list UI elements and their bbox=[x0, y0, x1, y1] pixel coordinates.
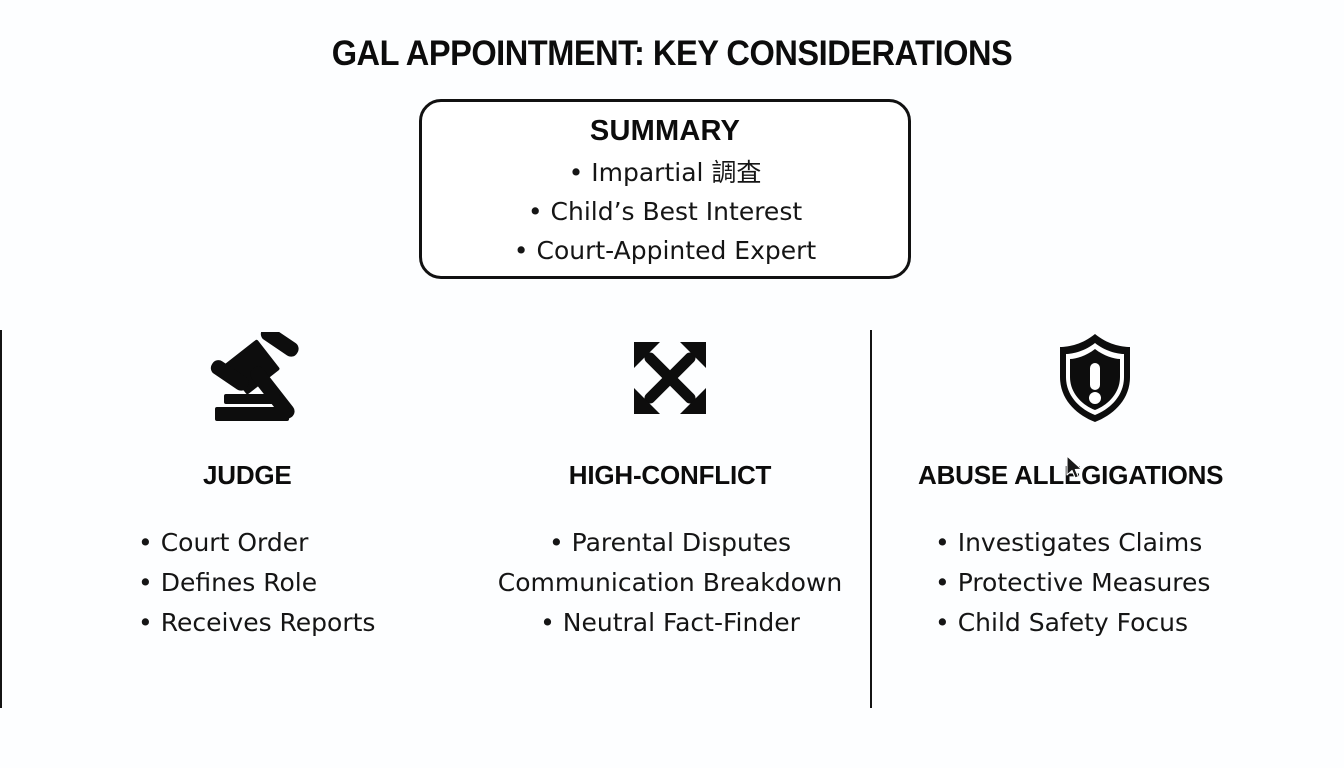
summary-bullet-item: • Child’s Best Interest bbox=[527, 197, 803, 226]
four-way-arrows-icon bbox=[628, 336, 712, 420]
column-judge: JUDGE • Court Order • Defines Role • Rec… bbox=[48, 325, 448, 725]
column-divider-left bbox=[0, 330, 2, 708]
column-heading-high-conflict: HIGH-CONFLICT bbox=[568, 460, 772, 490]
abuse-bullet-item: • Investigates Claims bbox=[935, 528, 1203, 557]
column-high-conflict: HIGH-CONFLICT • Parental Disputes Commun… bbox=[475, 325, 865, 725]
summary-heading: SUMMARY bbox=[589, 115, 741, 147]
column-heading-abuse-allegations: ABUSE ALLEGIGATIONS bbox=[918, 460, 1224, 490]
page-title: GAL APPOINTMENT: KEY CONSIDERATIONS bbox=[331, 34, 1013, 73]
gavel-icon bbox=[203, 331, 313, 424]
columns-section: JUDGE • Court Order • Defines Role • Rec… bbox=[0, 325, 1344, 725]
column-heading-judge: JUDGE bbox=[203, 460, 292, 490]
column-divider-right bbox=[870, 330, 872, 708]
judge-bullet-item: • Court Order bbox=[138, 528, 309, 557]
abuse-bullet-item: • Child Safety Focus bbox=[935, 608, 1189, 637]
shield-alert-icon bbox=[1055, 332, 1135, 424]
four-way-arrows-icon-wrap bbox=[475, 325, 865, 430]
judge-bullet-list: • Court Order • Defines Role • Receives … bbox=[48, 523, 448, 643]
abuse-bullet-item: • Protective Measures bbox=[935, 568, 1211, 597]
summary-bullet-list: • Impartial 調査 • Child’s Best Interest •… bbox=[422, 153, 908, 270]
summary-bullet-item: • Impartial 調査 bbox=[568, 158, 762, 187]
summary-card: SUMMARY • Impartial 調査 • Child’s Best In… bbox=[419, 99, 911, 279]
judge-bullet-item: • Defines Role bbox=[138, 568, 318, 597]
abuse-bullet-list: • Investigates Claims • Protective Measu… bbox=[885, 523, 1305, 643]
column-abuse-allegations: ABUSE ALLEGIGATIONS • Investigates Claim… bbox=[885, 325, 1305, 725]
gavel-icon-wrap bbox=[48, 325, 448, 430]
high-conflict-bullet-item: • Neutral Fact-Finder bbox=[540, 608, 800, 637]
high-conflict-bullet-list: • Parental Disputes Communication Breakd… bbox=[475, 523, 865, 643]
judge-bullet-item: • Receives Reports bbox=[138, 608, 376, 637]
summary-bullet-item: • Court-Appinted Expert bbox=[513, 236, 817, 265]
shield-alert-icon-wrap bbox=[885, 325, 1305, 430]
high-conflict-bullet-item: • Parental Disputes bbox=[548, 528, 792, 557]
high-conflict-bullet-item: Communication Breakdown bbox=[497, 568, 843, 597]
